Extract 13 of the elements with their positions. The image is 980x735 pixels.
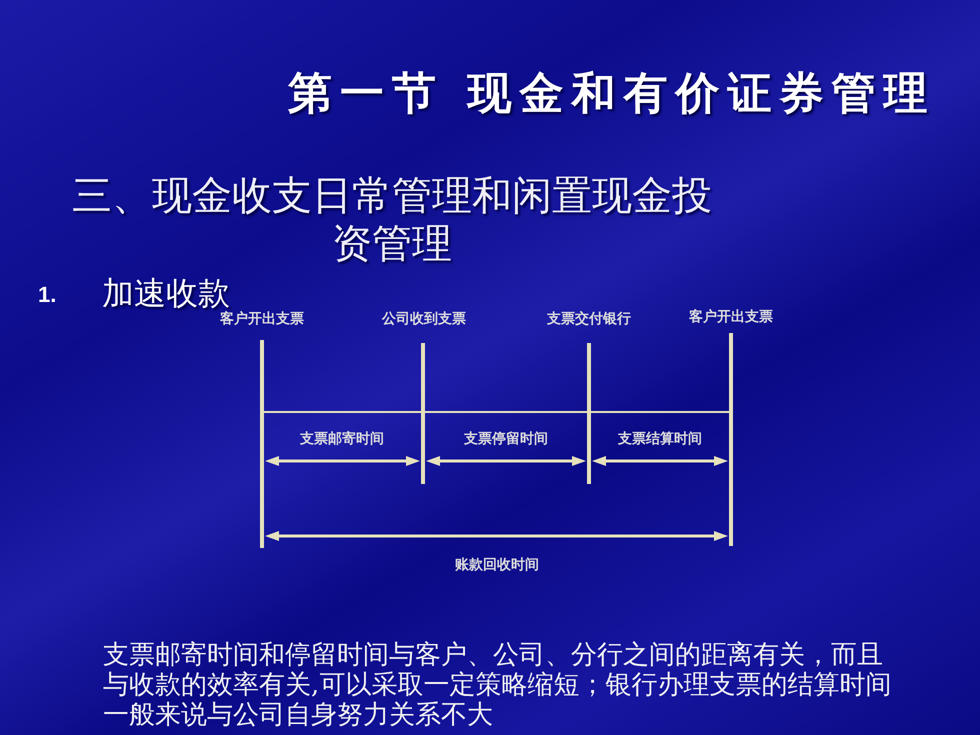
duration-label: 账款回收时间 [455,556,539,574]
duration-label: 支票结算时间 [618,430,702,448]
list-number: 1. [38,282,56,308]
duration-label: 支票邮寄时间 [300,430,384,448]
event-label: 支票交付银行 [547,310,631,328]
event-label: 客户开出支票 [689,308,773,326]
event-label: 公司收到支票 [382,310,466,328]
slide-title: 第一节 现金和有价证券管理 [288,67,936,121]
section-heading: 三、现金收支日常管理和闲置现金投资管理 [71,172,713,268]
event-label: 客户开出支票 [220,310,304,328]
duration-label: 支票停留时间 [464,430,548,448]
note-paragraph: 支票邮寄时间和停留时间与客户、公司、分行之间的距离有关，而且与收款的效率有关,可以采取一定策略缩短；银行办理支票的结算时间一般来说与公司自身努力关系不大 [103,640,892,730]
subheading: 加速收款 [102,273,230,312]
